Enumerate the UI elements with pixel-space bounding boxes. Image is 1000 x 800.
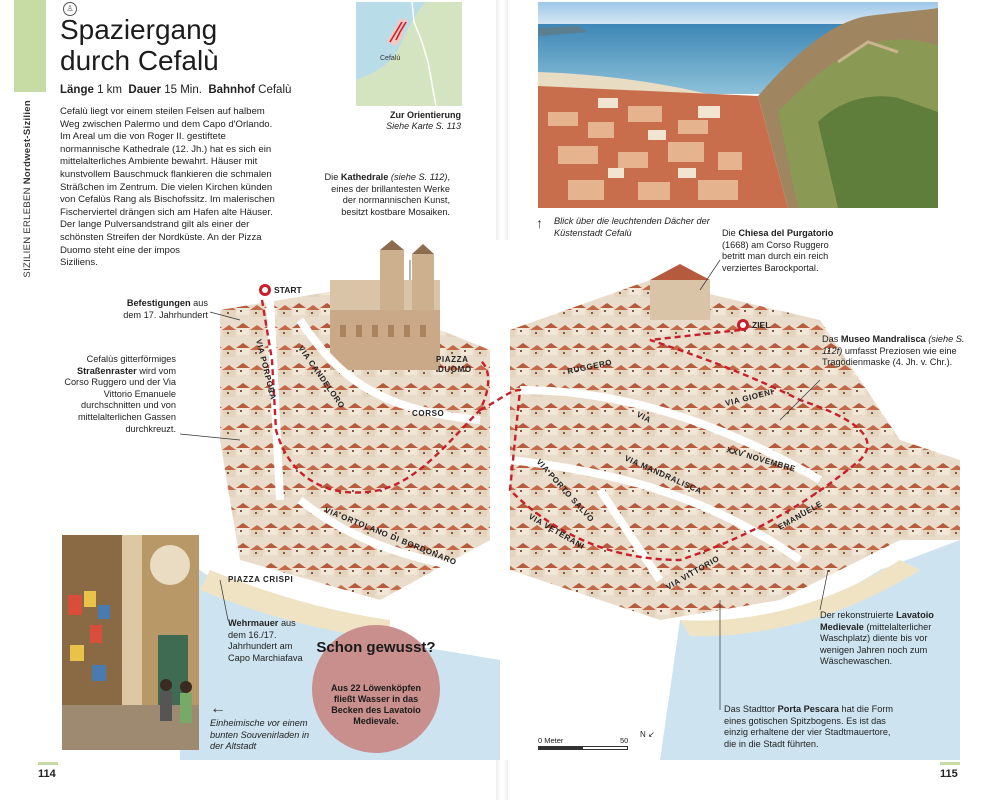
page-number-rule-left — [38, 762, 58, 765]
map-svg: VIA PORPORA VIA CANDELORO PIAZZA DUOMO C… — [179, 240, 960, 760]
illustrated-walk-map: VIA PORPORA VIA CANDELORO PIAZZA DUOMO C… — [179, 240, 960, 760]
street-piazza-duomo-2: DUOMO — [438, 365, 472, 374]
street-corso: CORSO — [412, 409, 444, 418]
coastal-photo-svg — [538, 2, 938, 208]
duration-value: 15 Min. — [164, 84, 202, 96]
street-piazza-crispi: PIAZZA CRISPI — [228, 575, 293, 584]
orientation-minimap: Cefalù — [356, 2, 462, 106]
duration-label: Dauer — [128, 84, 161, 96]
station-value: Cefalù — [258, 84, 292, 96]
title-line-2: durch Cefalù — [60, 45, 219, 76]
page-title: Spaziergang durch Cefalù — [60, 14, 290, 76]
annotation-strassenraster: Cefalùs gitterförmiges Straßenraster wir… — [64, 354, 176, 434]
minimap-caption: Zur Orientierung Siehe Karte S. 113 — [360, 110, 461, 132]
did-you-know-badge: Schon gewusst? Aus 22 Löwenköpfen fließt… — [312, 625, 440, 753]
coastal-town-photo — [538, 2, 938, 208]
walk-meta: Länge 1 km Dauer 15 Min. Bahnhof Cefalù — [60, 84, 360, 96]
annotation-befestigungen: Befestigungen aus dem 17. Jahrhundert — [123, 298, 208, 320]
minimap-town-label: Cefalù — [380, 55, 400, 62]
minimap-caption-ref: Siehe Karte S. 113 — [386, 121, 461, 131]
walking-icon: ♙ — [63, 2, 77, 16]
station-label: Bahnhof — [208, 84, 255, 96]
souvenir-shop-photo — [62, 535, 199, 750]
photo-caption-bottom: Einheimische vor einem bunten Souvenirla… — [210, 718, 310, 752]
ziel-marker-icon — [737, 319, 749, 331]
scale-zero-label: 0 Meter — [538, 736, 564, 745]
arrow-up-icon: ↑ — [536, 215, 543, 231]
souvenir-photo-svg — [62, 535, 199, 750]
length-value: 1 km — [97, 84, 122, 96]
page-number-right: 115 — [940, 768, 958, 780]
annotation-purgatorio: Die Chiesa del Purgatorio (1668) am Cors… — [722, 228, 834, 273]
annotation-mandralisca: Das Museo Mandralisca (siehe S. 112f) um… — [822, 334, 965, 368]
annotation-porta-pescara: Das Stadttor Porta Pescara hat die Form … — [724, 704, 894, 749]
scale-fifty-label: 50 — [620, 736, 629, 745]
title-line-1: Spaziergang — [60, 14, 218, 45]
length-label: Länge — [60, 84, 94, 96]
annotation-kathedrale: Die Kathedrale (siehe S. 112), eines der… — [324, 172, 450, 217]
did-you-know-text: Aus 22 Löwenköpfen fließt Wasser in das … — [330, 683, 421, 726]
chapter-prefix: SIZILIEN ERLEBEN — [22, 187, 33, 278]
street-piazza-duomo-1: PIAZZA — [436, 355, 469, 364]
chapter-tab — [14, 0, 46, 92]
page-number-rule-right — [940, 762, 960, 765]
north-label: N — [640, 730, 646, 739]
start-label: START — [274, 285, 302, 295]
page-number-left: 114 — [38, 768, 56, 780]
annotation-lavatoio: Der rekonstruierte Lavatoio Medievale (m… — [820, 610, 934, 667]
did-you-know-title: Schon gewusst? — [316, 639, 436, 656]
minimap-caption-title: Zur Orientierung — [389, 110, 461, 120]
arrow-left-icon: ← — [210, 700, 226, 717]
intro-text: Cefalù liegt vor einem steilen Felsen au… — [60, 106, 275, 269]
scale-bar — [538, 746, 628, 750]
north-arrow-icon: N ↙ — [640, 730, 655, 739]
minimap-svg: Cefalù — [356, 2, 462, 106]
photo-caption-top: Blick über die leuchtenden Dächer der Kü… — [554, 216, 710, 238]
ziel-label: ZIEL — [752, 320, 771, 330]
start-marker-icon — [259, 284, 271, 296]
chapter-region: Nordwest-Sizilien — [22, 100, 33, 185]
annotation-wehrmauer: Wehrmauer aus dem 16./17. Jahrhundert am… — [228, 618, 303, 663]
chapter-label: SIZILIEN ERLEBEN Nordwest-Sizilien — [22, 100, 40, 280]
